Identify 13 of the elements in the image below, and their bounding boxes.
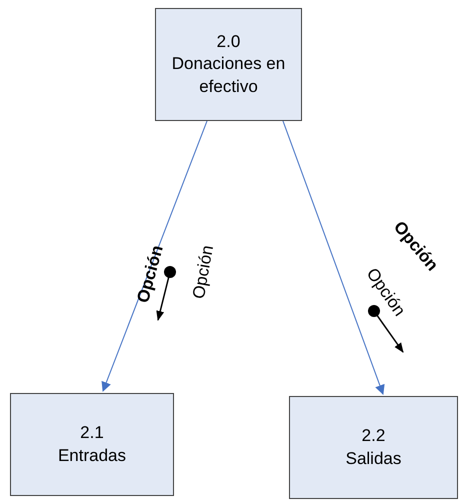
module-name: Entradas xyxy=(58,444,126,466)
module-number: 2.0 xyxy=(216,31,240,54)
module-number: 2.2 xyxy=(362,425,386,448)
module-number: 2.1 xyxy=(80,422,104,444)
module-name: Salidas xyxy=(346,448,402,470)
couple-label: Opción xyxy=(134,244,166,304)
arrow xyxy=(282,120,385,395)
module-box xyxy=(289,396,458,499)
arrow xyxy=(102,120,208,392)
module-box xyxy=(10,393,174,496)
module-box xyxy=(155,8,302,121)
flag-label: Opción xyxy=(190,244,216,300)
module-name: Donaciones en efectivo xyxy=(170,53,286,98)
